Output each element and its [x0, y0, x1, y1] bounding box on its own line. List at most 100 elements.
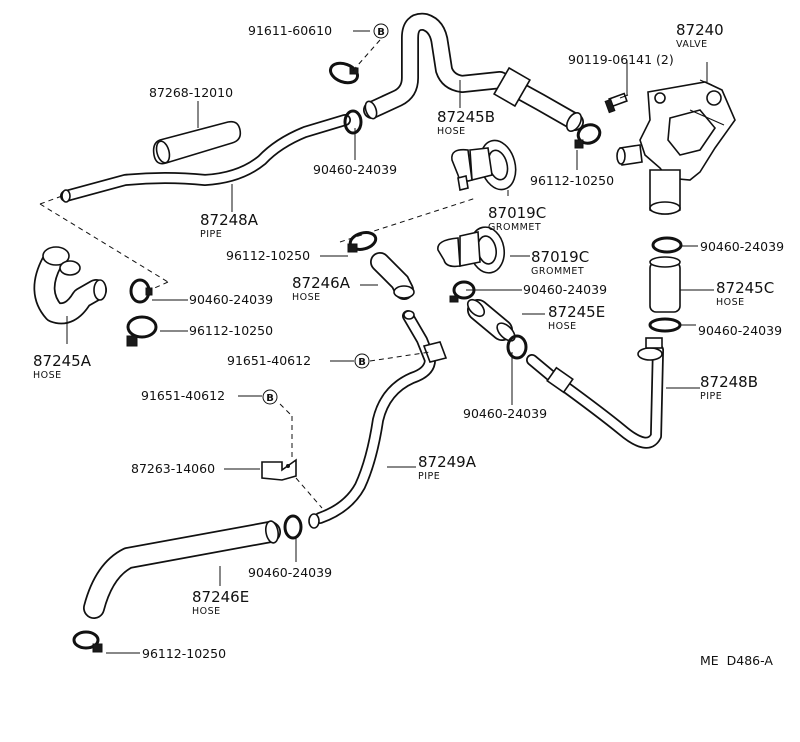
callout-c29: 96112-10250: [142, 646, 226, 661]
callout-c8: 96112-10250: [530, 173, 614, 188]
bolt-90119-06141: [604, 92, 629, 114]
callout-c12: 87019C GROMMET: [531, 248, 589, 277]
part-desc: PIPE: [418, 471, 440, 482]
part-number: 87240: [676, 21, 724, 39]
part-number: 91651-40612: [141, 388, 225, 403]
part-number: 96112-10250: [189, 323, 273, 338]
callout-c9: 87019C GROMMET: [488, 204, 546, 233]
clamp-90460-24039-left: [129, 278, 153, 304]
part-number: 87248B: [700, 373, 758, 391]
callout-c27: 90460-24039: [248, 565, 332, 580]
part-number: 87245B: [437, 108, 495, 126]
clamp-90460-24039-right-bottom: [648, 317, 682, 333]
callout-c25: 87263-14060: [131, 461, 215, 476]
part-number: 87248A: [200, 211, 259, 229]
part-number: 96112-10250: [142, 646, 226, 661]
part-number: 90460-24039: [523, 282, 607, 297]
callout-c26: 87249A PIPE: [418, 453, 477, 482]
bracket-87263-14060: [261, 458, 297, 481]
ref-mark: B: [358, 357, 366, 368]
grommet-87019c-upper: [451, 139, 517, 191]
callout-c19: 90460-24039: [698, 323, 782, 338]
callout-c13: 90460-24039: [700, 239, 784, 254]
part-number: 90460-24039: [700, 239, 784, 254]
part-desc: PIPE: [200, 229, 222, 240]
part-number: 87245E: [548, 303, 605, 321]
clamp-90460-24039-top: [343, 109, 363, 135]
clamp-90460-24039-center: [449, 280, 476, 303]
callout-c17: 87245E HOSE: [548, 303, 605, 332]
part-number: 91611-60610: [248, 23, 332, 38]
callout-c20: 87245A HOSE: [33, 352, 92, 381]
footer: ME D486-A: [700, 653, 773, 668]
callout-c10: 96112-10250: [226, 248, 310, 263]
part-number: 90460-24039: [189, 292, 273, 307]
hose-87245c: [649, 256, 681, 313]
callout-c14: 90460-24039: [523, 282, 607, 297]
part-number: 90460-24039: [698, 323, 782, 338]
callout-c5: 87245B HOSE: [437, 108, 495, 137]
part-number: 87249A: [418, 453, 477, 471]
part-desc: PIPE: [700, 391, 722, 402]
callout-c7: 87240 VALVE: [676, 21, 724, 50]
clamp-91611-60610: [328, 61, 360, 85]
callout-c4: 87248A PIPE: [200, 211, 259, 240]
callout-c16: 87245C HOSE: [716, 279, 774, 308]
part-number: 96112-10250: [530, 173, 614, 188]
part-number: 90119-06141 (2): [568, 52, 674, 67]
callout-c1: 91611-60610 B: [248, 23, 389, 39]
part-desc: GROMMET: [488, 222, 541, 233]
part-number: 87246E: [192, 588, 249, 606]
hose-87246a: [370, 252, 415, 300]
hose-87245b: [363, 12, 584, 132]
callout-c2: 87268-12010: [149, 85, 233, 100]
pipe-87249a: [314, 310, 448, 524]
clamp-96112-10250-bottom: [72, 630, 103, 653]
part-desc: HOSE: [548, 321, 577, 332]
part-number: 90460-24039: [313, 162, 397, 177]
hose-87246e: [83, 520, 281, 619]
diagram-code: ME D486-A: [700, 653, 773, 668]
grommet-87019c-lower: [437, 226, 506, 274]
part-desc: HOSE: [716, 297, 745, 308]
clamp-96112-10250-valve: [574, 123, 602, 149]
part-number: 87263-14060: [131, 461, 215, 476]
part-number: 87019C: [488, 204, 546, 222]
leader-lines: [39, 30, 714, 654]
callout-c6: 90119-06141 (2): [568, 52, 674, 67]
pipe-87248b: [526, 337, 664, 449]
hose-87245e: [466, 298, 516, 342]
part-number: 90460-24039: [248, 565, 332, 580]
callout-c24: 90460-24039: [463, 406, 547, 421]
part-number: 96112-10250: [226, 248, 310, 263]
ref-mark: B: [266, 393, 274, 404]
hose-87245a: [33, 246, 107, 325]
part-number: 87245C: [716, 279, 774, 297]
part-number: 91651-40612: [227, 353, 311, 368]
clamp-96112-10250-mid: [347, 231, 378, 253]
callout-c11: 87246A HOSE: [292, 274, 351, 303]
part-desc: GROMMET: [531, 266, 584, 277]
callout-c15: 90460-24039: [189, 292, 273, 307]
clamp-96112-10250-left: [126, 315, 158, 347]
part-number: 87246A: [292, 274, 351, 292]
callout-c3: 90460-24039: [313, 162, 397, 177]
part-desc: HOSE: [437, 126, 466, 137]
callout-c22: 87248B PIPE: [700, 373, 758, 402]
clamp-90460-24039-bottom: [283, 513, 320, 540]
pipe-87248a: [60, 114, 351, 203]
clamp-90460-24039-right-top: [651, 236, 683, 254]
callout-c18: 96112-10250: [189, 323, 273, 338]
part-number: 90460-24039: [463, 406, 547, 421]
part-number: 87268-12010: [149, 85, 233, 100]
part-desc: VALVE: [676, 39, 708, 50]
part-number: 87019C: [531, 248, 589, 266]
part-desc: HOSE: [192, 606, 221, 617]
ref-mark: B: [377, 27, 385, 38]
callout-c21: 91651-40612 B: [227, 353, 370, 369]
valve-87240: [616, 79, 736, 215]
part-number: 87245A: [33, 352, 92, 370]
callout-c23: 91651-40612 B: [141, 388, 278, 405]
